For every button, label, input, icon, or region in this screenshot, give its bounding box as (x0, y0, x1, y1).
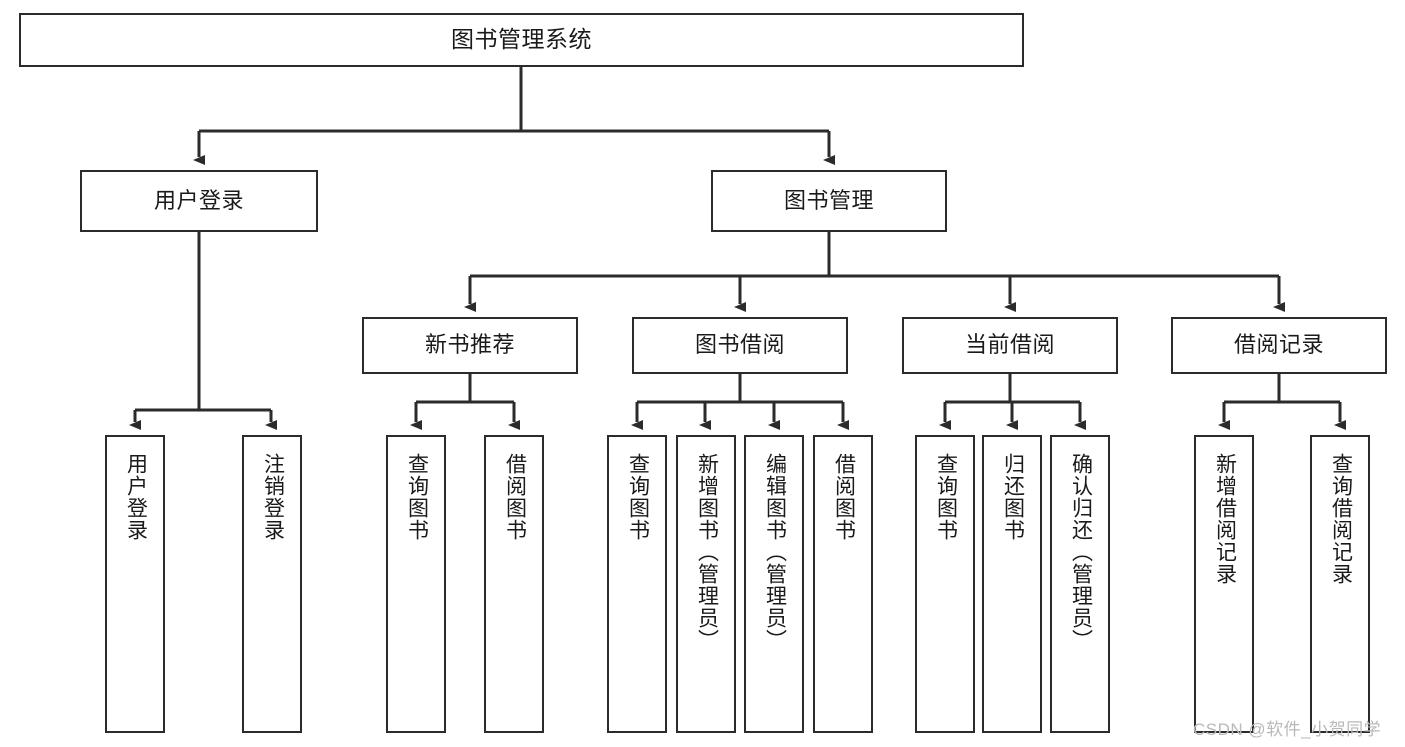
leaf-logout-login-label: 注销登录 (261, 453, 285, 541)
leaf-edit-book-label: 编辑图书（管理员） (763, 453, 787, 651)
leaf-query-book-3-label: 查询图书 (934, 453, 958, 541)
leaf-borrow-book-2-label: 借阅图书 (832, 453, 856, 541)
leaf-query-book-2-label: 查询图书 (626, 453, 650, 541)
leaf-edit-book[interactable]: 编辑图书（管理员） (744, 435, 804, 733)
node-new-book-recommend[interactable]: 新书推荐 (362, 317, 578, 374)
leaf-return-book[interactable]: 归还图书 (982, 435, 1042, 733)
node-root-label: 图书管理系统 (451, 26, 592, 53)
node-book-management[interactable]: 图书管理 (711, 170, 947, 232)
leaf-user-login[interactable]: 用户登录 (105, 435, 165, 733)
node-borrow-record[interactable]: 借阅记录 (1171, 317, 1387, 374)
leaf-add-book-label: 新增图书（管理员） (695, 453, 719, 651)
leaf-borrow-book-1-label: 借阅图书 (503, 453, 527, 541)
leaf-query-book-1-label: 查询图书 (405, 453, 429, 541)
leaf-logout-login[interactable]: 注销登录 (242, 435, 302, 733)
node-current-borrow-label: 当前借阅 (964, 332, 1055, 358)
node-user-login[interactable]: 用户登录 (80, 170, 318, 232)
leaf-user-login-label: 用户登录 (124, 453, 148, 541)
leaf-borrow-book-1[interactable]: 借阅图书 (484, 435, 544, 733)
node-borrow-record-label: 借阅记录 (1233, 332, 1324, 358)
node-root[interactable]: 图书管理系统 (19, 13, 1024, 67)
leaf-confirm-return-label: 确认归还（管理员） (1069, 453, 1093, 651)
csdn-watermark: CSDN @软件_小贺同学 (1193, 720, 1382, 739)
leaf-query-book-1[interactable]: 查询图书 (386, 435, 446, 733)
node-current-borrow[interactable]: 当前借阅 (902, 317, 1118, 374)
leaf-query-book-3[interactable]: 查询图书 (915, 435, 975, 733)
node-user-login-label: 用户登录 (153, 187, 244, 213)
node-book-borrow[interactable]: 图书借阅 (632, 317, 848, 374)
leaf-add-record-label: 新增借阅记录 (1213, 453, 1237, 585)
node-new-book-recommend-label: 新书推荐 (424, 332, 515, 358)
node-book-borrow-label: 图书借阅 (694, 332, 785, 358)
node-book-management-label: 图书管理 (783, 187, 874, 213)
leaf-return-book-label: 归还图书 (1001, 453, 1025, 541)
leaf-query-record-label: 查询借阅记录 (1329, 453, 1353, 585)
leaf-confirm-return[interactable]: 确认归还（管理员） (1050, 435, 1110, 733)
leaf-query-record[interactable]: 查询借阅记录 (1310, 435, 1370, 733)
leaf-borrow-book-2[interactable]: 借阅图书 (813, 435, 873, 733)
leaf-add-record[interactable]: 新增借阅记录 (1194, 435, 1254, 733)
leaf-add-book[interactable]: 新增图书（管理员） (676, 435, 736, 733)
leaf-query-book-2[interactable]: 查询图书 (607, 435, 667, 733)
